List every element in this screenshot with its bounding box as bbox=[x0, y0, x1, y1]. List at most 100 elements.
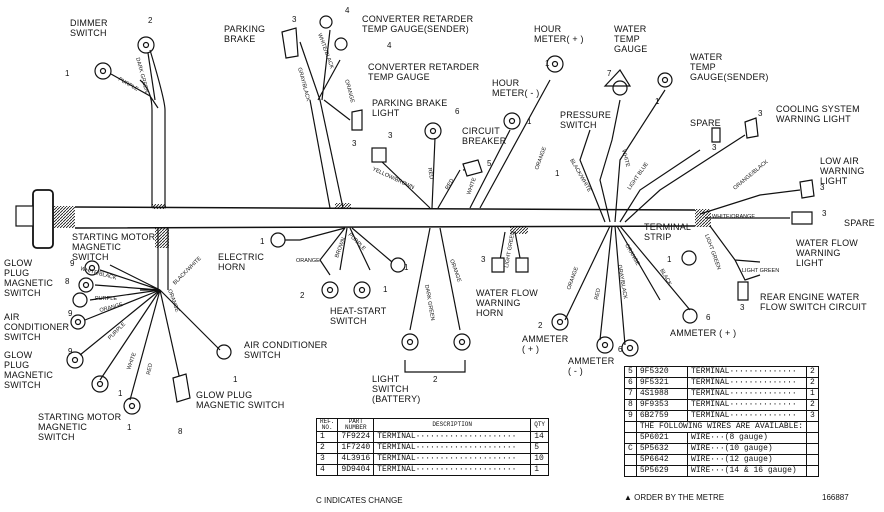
svg-text:2: 2 bbox=[538, 321, 543, 330]
svg-text:BLACK/WHITE: BLACK/WHITE bbox=[568, 158, 592, 194]
svg-text:9: 9 bbox=[70, 259, 75, 268]
conv-retarder-gauge-label: CONVERTER RETARDER TEMP GAUGE bbox=[368, 62, 480, 82]
circuit-breaker-label: CIRCUIT BREAKER bbox=[462, 126, 507, 146]
svg-text:ORANGE: ORANGE bbox=[166, 289, 180, 314]
air-cond-switch-right-label: AIR CONDITIONER SWITCH bbox=[244, 340, 328, 360]
svg-text:ORANGE: ORANGE bbox=[566, 266, 580, 291]
glow-plug-switch-bottom-label: GLOW PLUG MAGNETIC SWITCH bbox=[196, 390, 285, 410]
electric-horn-label: ELECTRIC HORN bbox=[218, 252, 265, 272]
svg-text:6: 6 bbox=[618, 345, 623, 354]
svg-text:3: 3 bbox=[292, 15, 297, 24]
svg-text:GRAY/BLACK: GRAY/BLACK bbox=[616, 264, 628, 300]
col-ref: REF. NO. bbox=[315, 418, 339, 432]
svg-text:3: 3 bbox=[822, 209, 827, 218]
svg-text:DARK GREEN: DARK GREEN bbox=[423, 284, 435, 321]
svg-text:ORANGE/BLACK: ORANGE/BLACK bbox=[732, 159, 769, 192]
callout-1: 1 bbox=[65, 69, 70, 78]
svg-text:PURPLE: PURPLE bbox=[347, 232, 367, 252]
triangle-icon: ▲ bbox=[624, 493, 632, 502]
svg-text:1: 1 bbox=[233, 375, 238, 384]
svg-text:RED: RED bbox=[146, 363, 154, 376]
svg-text:2: 2 bbox=[148, 16, 153, 25]
conv-retarder-sender-label: CONVERTER RETARDER TEMP GAUGE(sender) bbox=[362, 14, 474, 34]
svg-text:1: 1 bbox=[404, 263, 409, 272]
col-qty: QTY bbox=[530, 418, 550, 432]
terminal-strip-label: TERMINAL STRIP bbox=[644, 222, 692, 242]
water-flow-light-label: WATER FLOW WARNING LIGHT bbox=[796, 238, 858, 268]
drawing-number: 166887 bbox=[822, 493, 849, 502]
svg-text:6: 6 bbox=[455, 107, 460, 116]
main-connector bbox=[32, 189, 54, 249]
main-trunk bbox=[74, 206, 696, 229]
svg-text:1: 1 bbox=[655, 97, 660, 106]
svg-text:3: 3 bbox=[388, 131, 393, 140]
svg-text:1: 1 bbox=[118, 389, 123, 398]
svg-text:2: 2 bbox=[433, 375, 438, 384]
svg-text:ORANGE: ORANGE bbox=[99, 302, 124, 314]
svg-text:ORANGE: ORANGE bbox=[296, 258, 320, 264]
svg-text:7: 7 bbox=[607, 69, 612, 78]
svg-text:LIGHT GREEN: LIGHT GREEN bbox=[504, 231, 516, 269]
svg-text:RED: RED bbox=[426, 167, 434, 180]
svg-text:9: 9 bbox=[68, 347, 73, 356]
spare-right-label: SPARE bbox=[844, 218, 875, 228]
parking-brake-light-label: PARKING BRAKE LIGHT bbox=[372, 98, 448, 118]
svg-text:1: 1 bbox=[260, 237, 265, 246]
svg-text:4: 4 bbox=[345, 6, 350, 15]
pressure-switch-label: PRESSURE SWITCH bbox=[560, 110, 612, 130]
starting-motor-switch-top-label: STARTING MOTOR MAGNETIC SWITCH bbox=[72, 232, 156, 262]
svg-text:5: 5 bbox=[487, 159, 492, 168]
change-mark: C bbox=[624, 443, 637, 455]
svg-text:ORANGE: ORANGE bbox=[534, 146, 548, 171]
svg-text:9: 9 bbox=[68, 309, 73, 318]
rear-engine-switch-label: REAR ENGINE WATER FLOW SWITCH CIRCUIT bbox=[760, 292, 867, 312]
svg-text:6: 6 bbox=[706, 313, 711, 322]
low-air-light-label: LOW AIR WARNING LIGHT bbox=[820, 156, 865, 186]
air-cond-switch-left-label: AIR CONDITIONER SWITCH bbox=[4, 312, 70, 342]
svg-text:WHITE/ORANGE: WHITE/ORANGE bbox=[712, 214, 755, 220]
svg-text:1: 1 bbox=[383, 285, 388, 294]
svg-text:LIGHT GREEN: LIGHT GREEN bbox=[742, 268, 779, 274]
svg-text:BLACK: BLACK bbox=[658, 268, 672, 287]
svg-text:1: 1 bbox=[555, 169, 560, 178]
svg-text:YELLOW/BROWN: YELLOW/BROWN bbox=[371, 166, 415, 191]
svg-text:8: 8 bbox=[65, 277, 70, 286]
svg-text:1: 1 bbox=[527, 117, 532, 126]
svg-text:PURPLE: PURPLE bbox=[117, 77, 139, 93]
svg-text:3: 3 bbox=[758, 109, 763, 118]
svg-text:PURPLE: PURPLE bbox=[95, 296, 117, 302]
svg-text:1: 1 bbox=[127, 423, 132, 432]
svg-text:3: 3 bbox=[712, 143, 717, 152]
dimmer-switch-label: DIMMER SWITCH bbox=[70, 18, 108, 38]
svg-text:2: 2 bbox=[300, 291, 305, 300]
light-switch-label: LIGHT SWITCH (BATTERY) bbox=[372, 374, 421, 404]
change-note: C INDICATES CHANGE bbox=[316, 496, 403, 505]
svg-text:3: 3 bbox=[820, 183, 825, 192]
water-temp-gauge-label: WATER TEMP GAUGE bbox=[614, 24, 648, 54]
hour-meter-minus-label: HOUR METER( - ) bbox=[492, 78, 540, 98]
glow-plug-switch-mid-label: GLOW PLUG MAGNETIC SWITCH bbox=[4, 350, 54, 390]
svg-text:8: 8 bbox=[178, 427, 183, 436]
svg-text:WHITE/BLACK: WHITE/BLACK bbox=[316, 33, 335, 70]
ammeter-plus-b-label: AMMETER ( + ) bbox=[670, 328, 737, 338]
wires-header: THE FOLLOWING WIRES ARE AVAILABLE: bbox=[635, 421, 808, 433]
connector-plug bbox=[15, 205, 34, 227]
svg-text:LIGHT GREEN: LIGHT GREEN bbox=[703, 234, 721, 271]
svg-text:WHITE: WHITE bbox=[126, 352, 138, 371]
svg-text:GRAY/BLACK: GRAY/BLACK bbox=[296, 67, 311, 102]
water-flow-horn-label: WATER FLOW WARNING HORN bbox=[476, 288, 538, 318]
svg-text:BLACK/WHITE: BLACK/WHITE bbox=[172, 256, 203, 287]
svg-text:RED: RED bbox=[594, 288, 602, 301]
